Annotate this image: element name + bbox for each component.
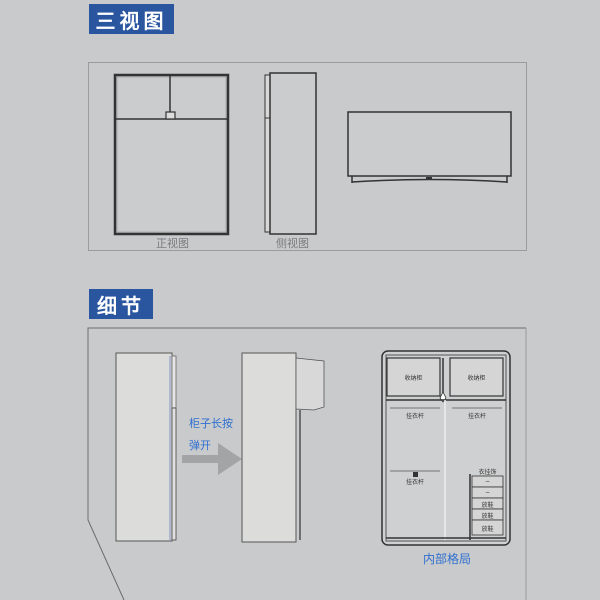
action-text-line2: 弹开 — [189, 439, 211, 452]
three-views-title: 三视图 — [95, 8, 168, 33]
front-view-drawing — [113, 73, 230, 236]
label-drawer-3: 放鞋 — [481, 502, 494, 509]
label-drawer-1: − — [484, 478, 491, 485]
action-text-line1: 柜子长按 — [189, 417, 233, 430]
layout-caption: 内部格局 — [422, 552, 471, 566]
label-storage-left: 收纳柜 — [404, 375, 423, 382]
label-drawer-2: − — [484, 489, 491, 496]
label-rod-left-bottom: 挂衣杆 — [405, 479, 424, 486]
cabinet-closed-drawing — [115, 352, 177, 542]
label-storage-right: 收纳柜 — [467, 375, 486, 382]
label-drawer-4: 放鞋 — [481, 513, 494, 520]
side-view-caption: 侧视图 — [276, 237, 309, 250]
section-title-details: 细节 — [89, 289, 153, 319]
front-view-caption: 正视图 — [156, 237, 189, 250]
internal-layout-drawing — [381, 350, 511, 546]
label-rod-right-top: 挂衣杆 — [467, 413, 486, 420]
side-view-drawing — [264, 72, 317, 235]
details-title: 细节 — [97, 293, 145, 318]
top-view-drawing — [347, 111, 512, 183]
section-title-three-views: 三视图 — [89, 4, 174, 34]
cabinet-open-drawing — [241, 352, 325, 543]
label-drawer-header: 衣挂饰 — [478, 469, 497, 476]
label-rod-left-top: 挂衣杆 — [405, 413, 424, 420]
arrow-icon — [182, 443, 242, 475]
label-drawer-5: 放鞋 — [481, 526, 494, 533]
